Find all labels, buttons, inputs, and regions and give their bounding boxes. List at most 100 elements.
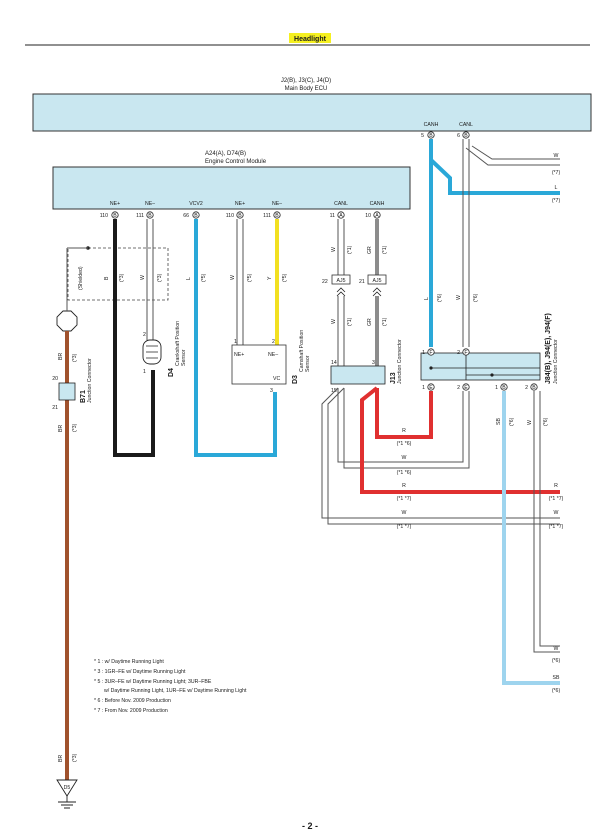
- svg-text:F: F: [464, 350, 467, 356]
- j84-node: [429, 366, 433, 370]
- b71-pin: 21: [52, 405, 58, 411]
- b71-box: [58, 382, 76, 401]
- hlabel-w: W: [402, 455, 407, 461]
- svg-text:F: F: [429, 350, 432, 356]
- wire-r-exit: [360, 386, 560, 494]
- wire-note: (*6): [437, 293, 443, 302]
- wire-note: (*1): [382, 317, 388, 326]
- wire-sb-right: [502, 391, 560, 685]
- exit-note: (*1 *7): [549, 524, 564, 530]
- exit-label: SB: [553, 675, 560, 681]
- wire-label: W: [140, 275, 146, 280]
- svg-text:111: 111: [136, 213, 144, 219]
- note-line: w/ Daytime Running Light, 1UR–FE w/ Dayt…: [104, 688, 247, 694]
- aj5-pin-22: 22: [322, 279, 328, 285]
- wire-label: GR: [367, 246, 373, 254]
- wire-note: (*3): [72, 753, 78, 762]
- j84-codes: J84(B), J94(E), J94(F): [545, 313, 552, 384]
- wire-b-ne-plus: [113, 219, 155, 457]
- hlabel-w2-note: (*1 *7): [397, 524, 412, 530]
- cam-sensor-box: [231, 344, 287, 385]
- wire-label: Y: [267, 276, 273, 280]
- ecm-pin-label: CANL: [334, 201, 348, 207]
- j13-code: J13: [390, 372, 397, 384]
- ecm-pin-66: 66 B: [183, 211, 200, 219]
- main-body-ecu-name: Main Body ECU: [285, 86, 328, 92]
- svg-text:B: B: [148, 213, 152, 219]
- svg-text:111: 111: [263, 213, 271, 219]
- wire-w-exit-a: [321, 387, 560, 519]
- exit-note: (*6): [552, 688, 561, 694]
- exit-note: (*7): [552, 170, 561, 176]
- aj5-box-left: [331, 274, 351, 285]
- wire-note: (*5): [247, 273, 253, 282]
- exit-label: L: [555, 185, 558, 191]
- ecm-box: [52, 166, 411, 210]
- ecu-pin-label-canh: CANH: [424, 122, 439, 128]
- wire-note: (*3): [72, 423, 78, 432]
- hlabel-r2-note: (*1 *7): [397, 496, 412, 502]
- b71-pin: 20: [52, 376, 58, 382]
- svg-text:A: A: [375, 213, 379, 219]
- exit-label: W: [554, 153, 559, 159]
- wire-note: (*6): [473, 293, 479, 302]
- page-title: Headlight: [294, 36, 327, 43]
- hlabel-w2: W: [402, 510, 407, 516]
- wire-label: W: [527, 420, 533, 425]
- aj5-label-left: AJ5: [337, 278, 346, 284]
- wire-w-right-b: [539, 391, 560, 647]
- wire-note: (*3): [119, 273, 125, 282]
- cam-pin-2: 2: [272, 339, 275, 345]
- svg-text:10: 10: [365, 213, 371, 219]
- wire-w-exit-b: [327, 387, 560, 525]
- ecu-pin-6: 6 B: [457, 131, 470, 139]
- title-highlight: [289, 33, 331, 43]
- cam-pin-ne-minus: NE–: [268, 352, 278, 358]
- j13-pin: 3: [372, 360, 375, 366]
- svg-text:5: 5: [421, 133, 424, 139]
- wire-note: (*1): [347, 317, 353, 326]
- svg-text:1: 1: [422, 385, 425, 391]
- exit-note: (*1 *7): [549, 496, 564, 502]
- wire-note: (*5): [201, 273, 207, 282]
- ecm-pin-label: NE+: [110, 201, 120, 207]
- exit-note: (*7): [552, 198, 561, 204]
- hlabel-w-note: (*1 *6): [397, 470, 412, 476]
- crank-pin-2: 2: [143, 332, 146, 338]
- svg-text:110: 110: [100, 213, 108, 219]
- ecm-pin-label: VCV2: [189, 201, 203, 207]
- svg-text:E: E: [464, 385, 468, 391]
- note-line: * 7 : From Nov. 2009 Production: [94, 708, 168, 714]
- crank-sensor-code: D4: [168, 368, 175, 377]
- ground-code: D5: [64, 785, 71, 791]
- shielded-label: (Shielded): [78, 266, 84, 290]
- exit-label: W: [554, 510, 559, 516]
- j84-name: Junction Connector: [553, 339, 559, 384]
- ecm-codes: A24(A), D74(B): [205, 151, 246, 157]
- svg-text:B: B: [275, 213, 279, 219]
- crank-sensor-name2: Sensor: [181, 349, 187, 366]
- svg-text:11: 11: [330, 213, 335, 219]
- cam-pin-vc: VC: [273, 376, 280, 382]
- aj5-label-right: AJ5: [373, 278, 382, 284]
- exit-label: W: [554, 646, 559, 652]
- ecu-pin-5: 5 B: [421, 131, 435, 139]
- wire-note: (*6): [509, 417, 515, 426]
- b71-name: Junction Connector: [87, 358, 93, 403]
- svg-text:66: 66: [183, 213, 189, 219]
- crank-sensor-coil-icon: [146, 345, 158, 359]
- svg-text:E: E: [429, 385, 433, 391]
- page-number: - 2 -: [302, 821, 318, 831]
- wire-w-right-a: [533, 391, 560, 653]
- ecm-pin-111a: 111 B: [136, 211, 154, 219]
- shield-ground-octagon: [56, 310, 78, 332]
- svg-text:B: B: [464, 133, 468, 139]
- crank-sensor-name1: Crankshaft Position: [175, 321, 181, 366]
- wire-label: L: [186, 277, 192, 280]
- svg-text:B: B: [194, 213, 198, 219]
